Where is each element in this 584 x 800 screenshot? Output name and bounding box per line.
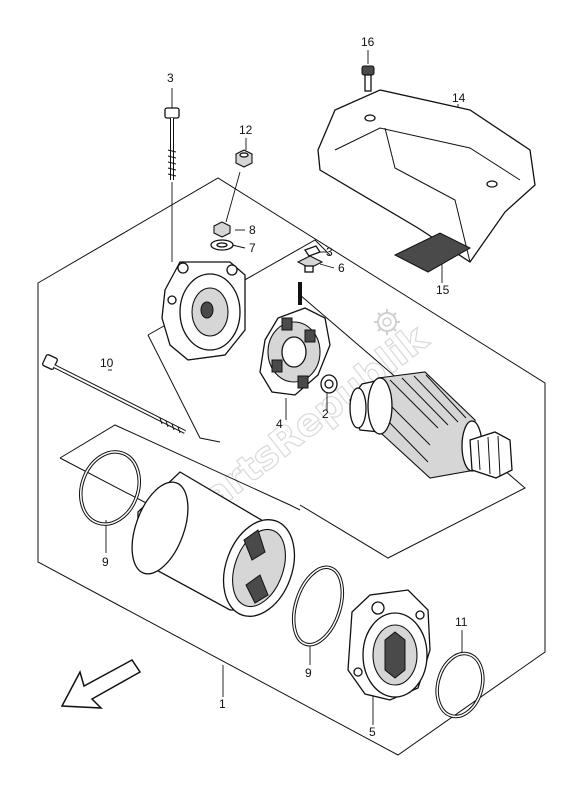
- bolt-16: [361, 65, 375, 92]
- callout-14: 14: [452, 91, 466, 105]
- front-direction-arrow-icon: [60, 659, 142, 709]
- callout-2: 2: [322, 407, 329, 421]
- yoke-housing: [131, 471, 296, 617]
- end-cover: [161, 261, 246, 361]
- callout-8: 8: [249, 223, 256, 237]
- terminal-6: [296, 255, 324, 273]
- washer-7: [210, 239, 234, 251]
- o-ring-9a: [79, 450, 141, 526]
- o-ring-9b: [291, 565, 345, 647]
- armature: [349, 371, 513, 479]
- front-housing-5: [347, 589, 431, 701]
- callout-1: 1: [219, 697, 226, 711]
- washer-2: [320, 374, 338, 394]
- starter-cover-14: [317, 89, 536, 263]
- end-cover-plane: [147, 334, 221, 443]
- callout-16: 16: [361, 35, 375, 49]
- callout-3b: 3: [326, 245, 333, 259]
- nut-8: [213, 221, 231, 238]
- callout-6: 6: [338, 261, 345, 275]
- callout-11: 11: [455, 615, 468, 629]
- watermark-gear-icon: [374, 309, 400, 335]
- callout-3: 3: [167, 71, 174, 85]
- callout-9a: 9: [102, 555, 109, 569]
- callout-15: 15: [436, 283, 450, 297]
- callout-5: 5: [369, 725, 376, 739]
- nut-12: [235, 149, 253, 168]
- bolt-3b: [304, 245, 321, 257]
- o-ring-11: [435, 651, 485, 719]
- callout-7: 7: [249, 241, 256, 255]
- callout-9b: 9: [305, 666, 312, 680]
- assembly-outline: [37, 177, 546, 756]
- leader-lines: [105, 50, 463, 725]
- callout-12: 12: [239, 123, 253, 137]
- callout-10: 10: [100, 356, 114, 370]
- through-bolt-10: [42, 354, 186, 434]
- brush-holder-4: [259, 282, 331, 396]
- cushion-pad-15: [393, 232, 472, 273]
- bolt-3: [164, 107, 180, 180]
- callout-4: 4: [276, 417, 283, 431]
